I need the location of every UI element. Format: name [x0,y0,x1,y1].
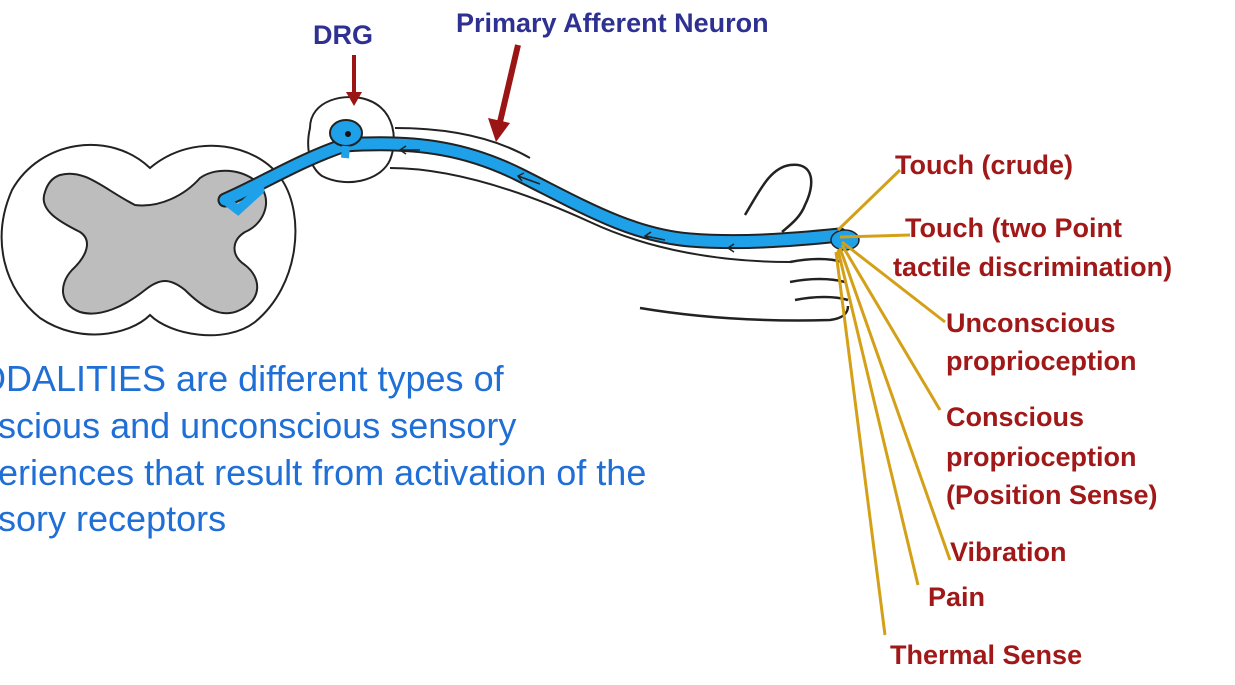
description-line-2: nscious and unconscious sensory [0,404,517,446]
line-unconscious [841,240,946,324]
description-line-4: nsory receptors [0,498,227,540]
hand-finger-1 [789,257,843,264]
description-line-3: periences that result from activation of… [0,451,647,493]
hand-thumb [743,163,813,233]
nerve-sheath-bottom [389,167,791,263]
conscious-label-1: Conscious [946,402,1085,432]
pain-label: Pain [928,582,986,612]
neuron-arrowhead [488,118,510,142]
line-thermal [834,251,887,636]
drg-arrowhead [346,92,362,106]
hand-palm-edge [639,305,850,322]
neuron-arrow-shaft [497,44,521,123]
receptor-terminal [830,229,860,251]
conscious-label-3: (Position Sense) [946,480,1158,510]
unconscious-label-2: proprioception [946,346,1137,376]
vibration-label: Vibration [950,537,1067,567]
description-line-1: ODALITIES are different types of [0,358,504,399]
afferent-axon-fill [219,138,846,248]
touch-two-point-label-2: tactile discrimination) [893,252,1173,282]
modalities-description: ODALITIES are different types of nscious… [0,356,818,543]
central-terminal [220,185,265,216]
gray-matter [42,169,267,315]
thermal-sense-label: Thermal Sense [890,640,1083,670]
drg-stem [341,145,350,159]
line-conscious [840,244,942,411]
line-touch-two-point [839,233,911,239]
drg-nucleus [345,131,351,137]
modality-lines [834,168,952,636]
unconscious-label-1: Unconscious [946,308,1116,338]
line-vibration [838,247,952,561]
touch-crude-label: Touch (crude) [895,150,1073,180]
primary-afferent-neuron-label: Primary Afferent Neuron [456,8,769,38]
direction-arrows [398,145,750,253]
line-pain [836,249,920,586]
nerve-sheath-top [394,127,531,159]
drg-label: DRG [313,20,373,50]
conscious-label-2: proprioception [946,442,1137,472]
hand-finger-2 [789,277,846,284]
line-touch-crude [836,168,902,232]
touch-two-point-label-1: Touch (two Point [905,213,1122,243]
hand-finger-3 [794,295,849,302]
